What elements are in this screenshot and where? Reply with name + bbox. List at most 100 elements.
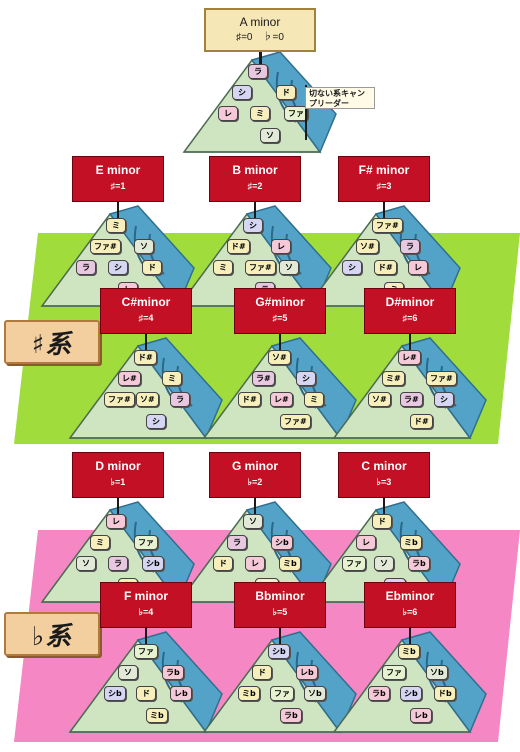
- key-flag: Ebminor ♭=6: [364, 582, 456, 628]
- key-name: G minor: [231, 459, 278, 473]
- note-pill: シ: [146, 414, 166, 429]
- note-pill: シb: [142, 556, 164, 571]
- note-pill: ファ#: [372, 218, 403, 233]
- key-flag: C#minor ♯=4: [100, 288, 192, 334]
- note-pill: ド#: [227, 239, 250, 254]
- note-pill: レ#: [118, 371, 141, 386]
- note-pill: ラb: [280, 708, 302, 723]
- note-pill: レ: [356, 535, 376, 550]
- note-pill: レ: [408, 260, 428, 275]
- side-flag: 切ない系キャンプリーダー: [305, 87, 375, 109]
- accidental-count: ♭=1: [110, 477, 126, 487]
- flag-pole: [409, 626, 411, 646]
- note-pill: シb: [400, 686, 422, 701]
- note-pill: ファ#: [104, 392, 135, 407]
- note-pill: レ#: [270, 392, 293, 407]
- key-name: Bbminor: [255, 589, 305, 603]
- note-pill: シ: [108, 260, 128, 275]
- accidental-count: ♯=4: [138, 313, 154, 323]
- note-pill: ド: [213, 556, 233, 571]
- note-pill: ラ: [108, 556, 128, 571]
- accidental-count: ♭=5: [272, 607, 288, 617]
- note-pill: ミb: [146, 708, 168, 723]
- note-pill: ソ: [279, 260, 299, 275]
- key-name: G#minor: [255, 295, 305, 309]
- note-pill: レ#: [398, 350, 421, 365]
- note-pill: ファ#: [90, 239, 121, 254]
- key-name: D#minor: [385, 295, 435, 309]
- note-pill: ソ: [374, 556, 394, 571]
- note-pill: ミ: [213, 260, 233, 275]
- note-pill: ファ: [284, 106, 308, 121]
- note-pill: ソ: [260, 128, 280, 143]
- accidental-count: ♭=4: [138, 607, 154, 617]
- note-pill: ミ: [106, 218, 126, 233]
- note-pill: ファ: [134, 535, 158, 550]
- note-pill: ソb: [304, 686, 326, 701]
- note-pill: シ: [243, 218, 263, 233]
- accidental-count: ♭=6: [402, 607, 418, 617]
- tent-sharp-3: F# minor♯=3ファ#ソ#ラシド#レミ: [304, 156, 464, 326]
- note-pill: シ: [232, 85, 252, 100]
- flag-pole: [259, 50, 262, 68]
- flag-pole: [145, 626, 147, 646]
- key-flag: G#minor♯=5: [234, 288, 326, 334]
- note-pill: ファ#: [426, 371, 457, 386]
- note-pill: ド#: [374, 260, 397, 275]
- note-pill: ド: [252, 665, 272, 680]
- key-name: Ebminor: [385, 589, 435, 603]
- note-pill: ミ: [250, 106, 270, 121]
- note-pill: シb: [104, 686, 126, 701]
- accidental-count: ♭=2: [247, 477, 263, 487]
- note-pill: ラ: [170, 392, 190, 407]
- note-pill: ラb: [408, 556, 430, 571]
- note-pill: ラb: [368, 686, 390, 701]
- flag-pole: [145, 332, 147, 352]
- accidental-count: ♭=3: [376, 477, 392, 487]
- note-pill: ミ: [304, 392, 324, 407]
- note-pill: ド: [372, 514, 392, 529]
- note-pill: レb: [410, 708, 432, 723]
- key-flag: G minor ♭=2: [209, 452, 301, 498]
- note-pill: ド: [276, 85, 296, 100]
- note-pill: ミb: [238, 686, 260, 701]
- accidental-count: ♯=1: [110, 181, 126, 191]
- key-flag: D minor ♭=1: [72, 452, 164, 498]
- key-name: C#minor: [121, 295, 171, 309]
- note-pill: ソ#: [136, 392, 159, 407]
- note-pill: ミ: [162, 371, 182, 386]
- note-pill: ミb: [398, 644, 420, 659]
- note-pill: ド: [136, 686, 156, 701]
- note-pill: ソ: [76, 556, 96, 571]
- accidental-count: ♯=3: [376, 181, 392, 191]
- note-pill: ラb: [162, 665, 184, 680]
- note-pill: シb: [271, 535, 293, 550]
- note-pill: ラ: [400, 239, 420, 254]
- note-pill: ラ: [76, 260, 96, 275]
- key-name: C minor: [361, 459, 407, 473]
- tent-sharp-4: C#minor ♯=4 ド# レ# ミファ#ソ# ラシ: [66, 288, 226, 458]
- flag-pole: [279, 332, 281, 352]
- note-pill: ソ#: [368, 392, 391, 407]
- note-pill: レb: [296, 665, 318, 680]
- note-pill: ファ#: [245, 260, 276, 275]
- key-flag: F# minor♯=3: [338, 156, 430, 202]
- accidental-count: ♯=6: [402, 313, 418, 323]
- sharp-group-label: ♯系: [4, 320, 100, 364]
- key-flag: Bbminor ♭=5: [234, 582, 326, 628]
- note-pill: ド: [142, 260, 162, 275]
- key-flag: B minor♯=2: [209, 156, 301, 202]
- note-pill: ド#: [134, 350, 157, 365]
- note-pill: ド#: [238, 392, 261, 407]
- flag-pole: [254, 496, 256, 516]
- note-pill: ファ: [342, 556, 366, 571]
- key-name: D minor: [95, 459, 141, 473]
